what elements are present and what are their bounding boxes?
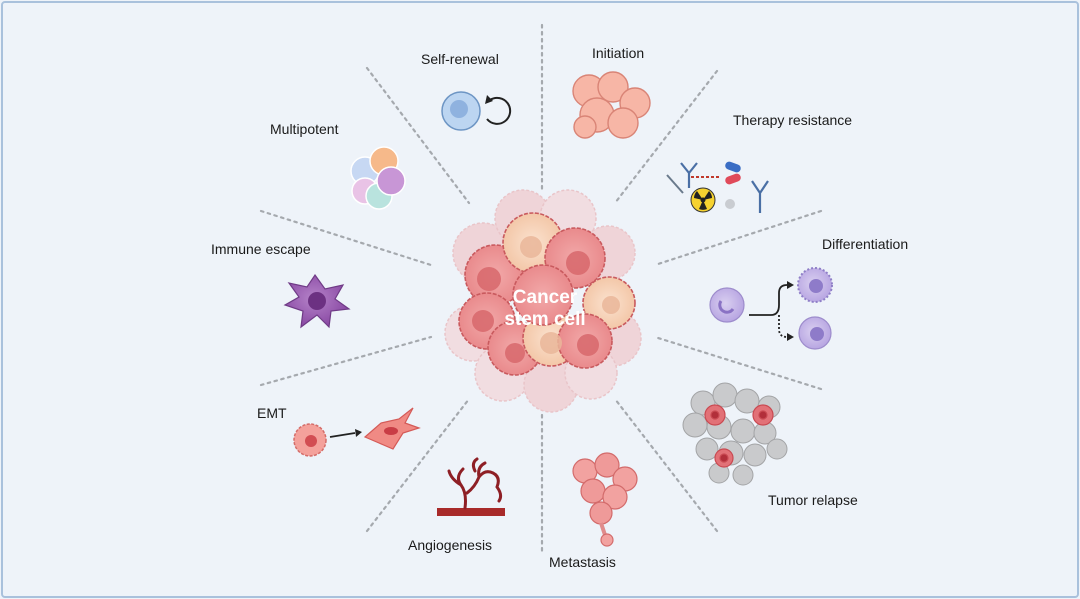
- differentiated-spiky-cell-icon: [797, 267, 833, 303]
- label-metastasis: Metastasis: [549, 554, 616, 570]
- blood-vessel-icon: [437, 457, 505, 516]
- differentiation-dashed-arrow-icon: [778, 315, 788, 338]
- renewal-cycle-arrow-icon: [486, 96, 512, 125]
- stem-cell-nucleus-icon: [450, 100, 468, 118]
- particle-icon: [725, 199, 735, 209]
- spoke-upper-left: [365, 66, 471, 205]
- multipotent-group: Multipotent: [270, 121, 406, 210]
- progenitor-nucleus-icon: [718, 300, 735, 314]
- spoke-lower-right: [613, 397, 719, 533]
- differentiation-arrow-icon: [749, 284, 788, 316]
- emt-group: EMT: [257, 405, 421, 457]
- emt-arrow-icon: [329, 432, 356, 438]
- radiation-icon: [690, 187, 716, 213]
- label-multipotent: Multipotent: [270, 121, 339, 137]
- therapy-resistance-group: Therapy resistance: [666, 112, 852, 213]
- spoke-lower-left: [365, 397, 471, 533]
- differentiation-group: Differentiation: [709, 236, 908, 350]
- initiation-group: Initiation: [572, 45, 651, 139]
- label-differentiation: Differentiation: [822, 236, 908, 252]
- spoke-right-lower: [653, 335, 823, 391]
- label-therapy-resistance: Therapy resistance: [733, 112, 852, 128]
- self-renewal-group: Self-renewal: [421, 51, 512, 131]
- tumor-relapse-group: Tumor relapse: [682, 382, 858, 508]
- metastasis-group: Metastasis: [549, 452, 638, 570]
- label-tumor-relapse: Tumor relapse: [768, 492, 858, 508]
- epithelial-nucleus-icon: [305, 435, 317, 447]
- arrowhead-icon: [355, 429, 362, 437]
- spoke-right-upper: [653, 209, 823, 267]
- syringe-icon: [666, 174, 684, 194]
- antibody-icon: [680, 162, 769, 213]
- center-label-line1: Cancer: [513, 287, 578, 308]
- dendritic-cell-icon: [283, 273, 351, 329]
- label-angiogenesis: Angiogenesis: [408, 537, 492, 553]
- label-emt: EMT: [257, 405, 287, 421]
- arrowhead-icon: [787, 333, 794, 341]
- differentiated-round-cell-icon: [798, 316, 832, 350]
- spoke-lines: [259, 23, 823, 553]
- tumor-mass-icon: [572, 71, 651, 139]
- mesenchymal-nucleus-icon: [384, 427, 398, 435]
- spoke-left-upper: [259, 209, 433, 267]
- multipotent-cells-icon: [350, 146, 406, 210]
- progenitor-cell-icon: [709, 287, 745, 323]
- arrowhead-icon: [787, 281, 794, 289]
- renewal-arrowhead-icon: [485, 95, 493, 104]
- pill-icon: [725, 161, 741, 185]
- label-initiation: Initiation: [592, 45, 644, 61]
- dormant-tumor-mass-icon: [682, 382, 788, 486]
- cancer-stem-cell-cluster: Cancer stem cell: [444, 189, 642, 413]
- diagram-canvas: Cancer stem cell Self-renewal Initiation…: [211, 23, 908, 570]
- metastatic-cluster-icon: [572, 452, 638, 547]
- relapse-cell-icon: [704, 404, 774, 468]
- spoke-left-lower: [259, 335, 433, 387]
- spoke-upper-right: [613, 69, 719, 205]
- label-immune-escape: Immune escape: [211, 241, 311, 257]
- label-self-renewal: Self-renewal: [421, 51, 499, 67]
- center-label-line2: stem cell: [504, 309, 585, 330]
- angiogenesis-group: Angiogenesis: [408, 457, 505, 553]
- immune-escape-group: Immune escape: [211, 241, 351, 329]
